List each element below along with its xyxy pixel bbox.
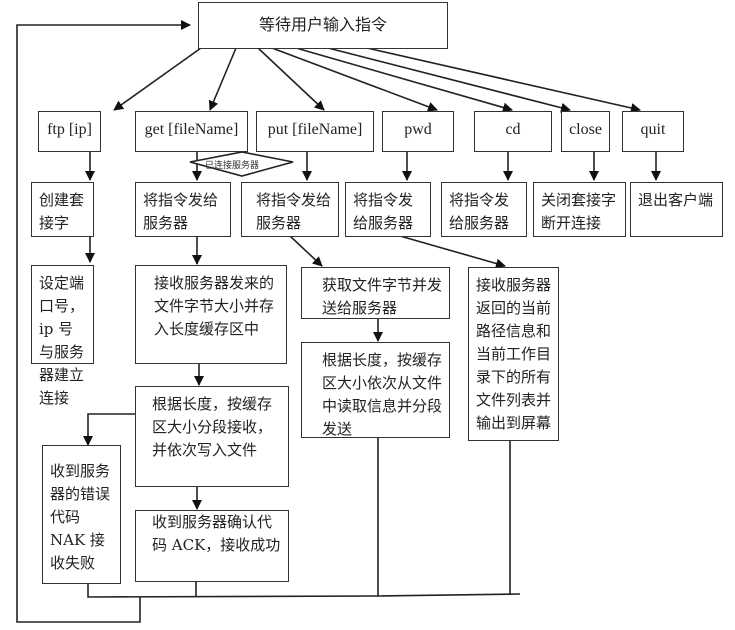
step-text: 根据长度，按缓存区大小分段接收，并依次写入文件 bbox=[152, 395, 273, 459]
step-ftp-connect: 设定端口号，ip 号与服务器建立连接 bbox=[31, 265, 94, 407]
step-text: 关闭套接字断开连接 bbox=[541, 191, 617, 232]
arrow-pwd-cd-2 bbox=[399, 235, 506, 269]
cmd-quit-label: quit bbox=[640, 121, 666, 138]
step-quit: 退出客户端 bbox=[630, 182, 723, 237]
cmd-ftp-label: ftp [ip] bbox=[47, 121, 92, 138]
cmd-quit: quit bbox=[622, 111, 684, 152]
cmd-get: get [fileName] bbox=[135, 111, 248, 152]
arrow-put-2 bbox=[289, 235, 323, 267]
cmd-close: close bbox=[561, 111, 610, 152]
arrow-to-close bbox=[327, 47, 571, 113]
decision-label: 已连接服务器 bbox=[205, 161, 260, 171]
cmd-get-label: get [fileName] bbox=[144, 121, 239, 138]
return-line-fail bbox=[87, 583, 379, 598]
step-pwd-cd-output: 接收服务器返回的当前路径信息和当前工作目录下的所有文件列表并输出到屏幕 bbox=[468, 267, 559, 441]
arrow-get-fail bbox=[83, 413, 135, 446]
step-pwd-send: 将指令发给服务器 bbox=[345, 182, 431, 237]
step-get-ack: 收到服务器确认代码 ACK，接收成功 bbox=[135, 510, 289, 582]
cmd-put: put [fileName] bbox=[256, 111, 374, 152]
step-get-send: 将指令发给服务器 bbox=[135, 182, 231, 237]
step-text: 获取文件字节并发送给服务器 bbox=[322, 276, 443, 317]
arrow-to-put bbox=[257, 47, 325, 111]
step-get-receive-size: 接收服务器发来的文件字节大小并存入长度缓存区中 bbox=[135, 265, 287, 364]
arrow-to-pwd bbox=[271, 47, 438, 112]
step-put-send: 将指令发给服务器 bbox=[241, 182, 339, 237]
cmd-cd: cd bbox=[474, 111, 552, 152]
step-text: 退出客户端 bbox=[638, 191, 714, 209]
step-text: 设定端口号，ip 号与服务器建立连接 bbox=[39, 274, 85, 407]
step-get-receive-chunks: 根据长度，按缓存区大小分段接收，并依次写入文件 bbox=[135, 386, 289, 487]
step-text: 根据长度，按缓存区大小依次从文件中读取信息并分段发送 bbox=[322, 351, 443, 438]
cmd-close-label: close bbox=[569, 121, 602, 138]
start-box: 等待用户输入指令 bbox=[198, 2, 448, 49]
step-text: 收到服务器确认代码 ACK，接收成功 bbox=[152, 513, 281, 554]
step-close: 关闭套接字断开连接 bbox=[533, 182, 626, 237]
step-text: 收到服务器的错误代码 NAK 接收失败 bbox=[50, 462, 111, 572]
cmd-put-label: put [fileName] bbox=[267, 121, 363, 138]
step-text: 将指令发给服务器 bbox=[449, 191, 510, 232]
step-text: 将指令发给服务器 bbox=[256, 191, 332, 232]
return-line-put bbox=[377, 437, 521, 597]
start-label: 等待用户输入指令 bbox=[258, 15, 387, 34]
cmd-cd-label: cd bbox=[505, 121, 521, 138]
step-get-nak: 收到服务器的错误代码 NAK 接收失败 bbox=[42, 445, 121, 584]
decision-diamond bbox=[189, 151, 294, 177]
step-text: 接收服务器发来的文件字节大小并存入长度缓存区中 bbox=[154, 274, 275, 338]
step-put-get-bytes: 获取文件字节并发送给服务器 bbox=[301, 267, 450, 319]
step-text: 创建套接字 bbox=[39, 191, 85, 232]
step-text: 接收服务器返回的当前路径信息和当前工作目录下的所有文件列表并输出到屏幕 bbox=[476, 276, 552, 432]
step-text: 将指令发给服务器 bbox=[353, 191, 414, 232]
arrow-to-ftp bbox=[113, 47, 202, 111]
step-ftp-create-socket: 创建套接字 bbox=[31, 182, 94, 237]
cmd-pwd-label: pwd bbox=[404, 121, 432, 138]
arrow-to-get bbox=[208, 47, 237, 111]
arrow-to-cd bbox=[295, 47, 513, 113]
cmd-ftp: ftp [ip] bbox=[38, 111, 101, 152]
cmd-pwd: pwd bbox=[382, 111, 454, 152]
step-cd-send: 将指令发给服务器 bbox=[441, 182, 527, 237]
step-put-send-chunks: 根据长度，按缓存区大小依次从文件中读取信息并分段发送 bbox=[301, 342, 450, 438]
step-text: 将指令发给服务器 bbox=[143, 191, 219, 232]
arrow-to-quit bbox=[366, 47, 641, 113]
return-loop bbox=[16, 20, 191, 623]
